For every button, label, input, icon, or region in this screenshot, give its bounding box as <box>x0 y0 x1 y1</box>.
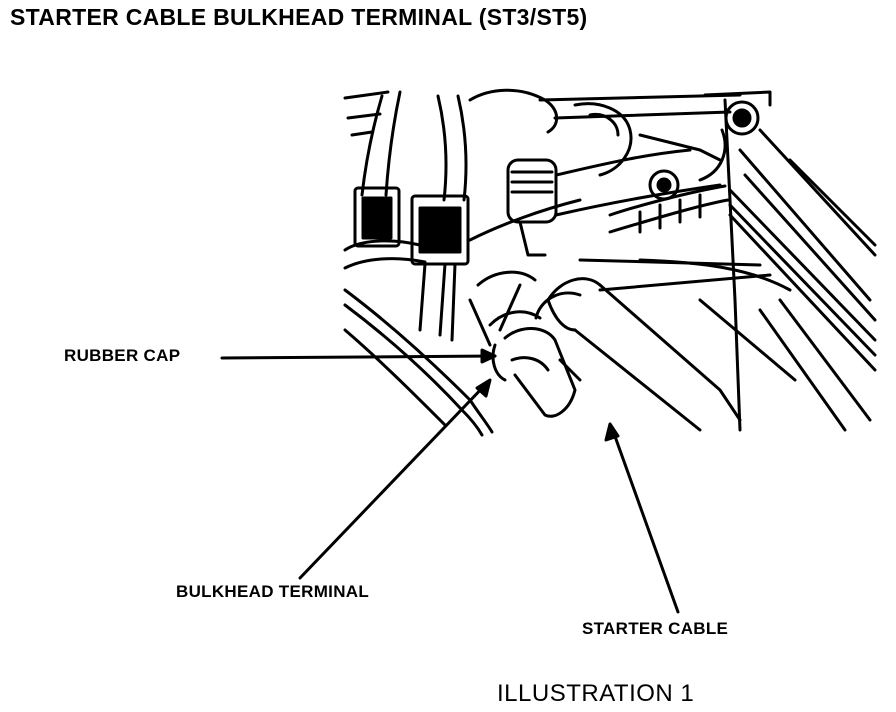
label-rubber-cap: RUBBER CAP <box>64 346 181 365</box>
illustration-caption: ILLUSTRATION 1 <box>497 680 695 707</box>
pipe-assembly <box>506 148 730 257</box>
upper-structure <box>468 88 772 242</box>
diagram-title: STARTER CABLE BULKHEAD TERMINAL (ST3/ST5… <box>10 4 588 30</box>
starter-cable-drawing <box>534 258 797 432</box>
leader-starter-cable <box>604 422 680 614</box>
leader-rubber-cap <box>220 348 497 364</box>
wiring-harness <box>343 90 468 270</box>
firewall-panel <box>343 288 494 437</box>
harness-connectors <box>353 186 470 342</box>
label-starter-cable: STARTER CABLE <box>582 619 729 638</box>
frame-rails <box>723 98 877 432</box>
leader-bulkhead-terminal <box>298 378 492 580</box>
label-bulkhead-terminal: BULKHEAD TERMINAL <box>176 582 370 601</box>
bulkhead-terminal-drawing <box>468 270 577 418</box>
